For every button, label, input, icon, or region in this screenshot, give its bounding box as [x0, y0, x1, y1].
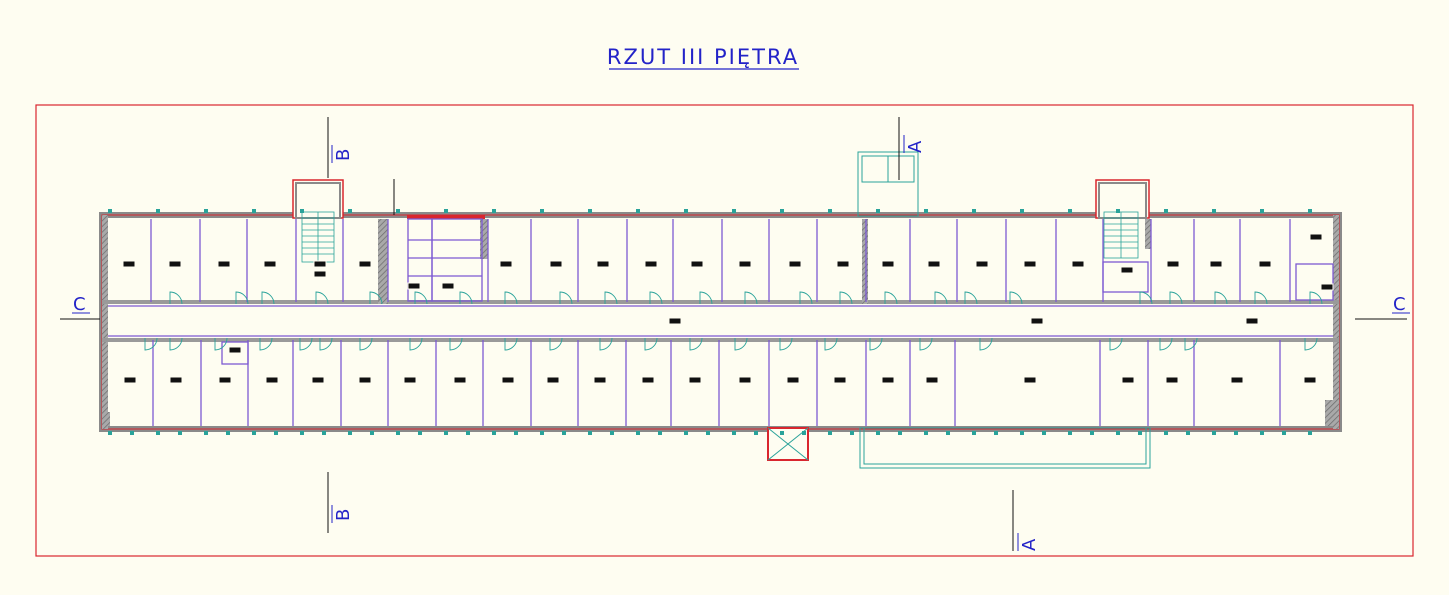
section-label-c-right: C: [1393, 294, 1406, 315]
door-swing-icon: [144, 291, 1323, 351]
section-label-a-bottom: A: [1019, 538, 1040, 551]
plan-title: RZUT III PIĘTRA: [607, 45, 799, 69]
outer-walls: [99, 179, 1342, 461]
section-labels: B B A A C C: [72, 135, 1410, 551]
window-mark-icon: [108, 209, 1312, 435]
drawing-frame: [35, 104, 1414, 557]
section-label-a-top: A: [905, 140, 926, 153]
section-label-b-bottom: B: [333, 509, 354, 521]
entry-canopy: [857, 151, 919, 217]
room-tag-icon: [122, 233, 1334, 384]
section-lines: [60, 117, 1407, 551]
hatched-walls: [102, 215, 1339, 429]
terrace-outline: [859, 427, 1151, 469]
room-partitions: [108, 218, 1334, 426]
section-label-b-top: B: [333, 149, 354, 161]
section-label-c-left: C: [73, 294, 86, 315]
